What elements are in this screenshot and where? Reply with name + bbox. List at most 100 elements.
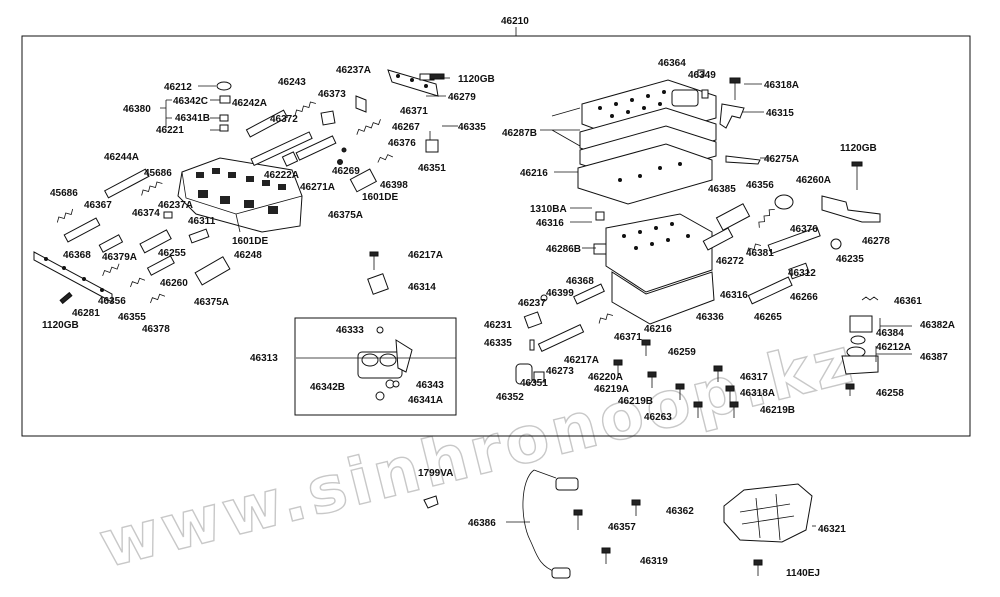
part-label-46221: 46221 [156, 125, 184, 136]
part-label-46275a: 46275A [764, 154, 799, 165]
part-label-46333: 46333 [336, 325, 364, 336]
part-label-46381: 46381 [746, 248, 774, 259]
part-label-46216_top: 46216 [520, 168, 548, 179]
part-label-46380: 46380 [123, 104, 151, 115]
part-label-46273: 46273 [546, 366, 574, 377]
solenoid-subassembly-box [294, 317, 457, 416]
part-label-46342b: 46342B [310, 382, 345, 393]
part-label-46336: 46336 [696, 312, 724, 323]
part-label-46222a: 46222A [264, 170, 299, 181]
part-label-46335_m: 46335 [484, 338, 512, 349]
part-label-46376_top: 46376 [388, 138, 416, 149]
part-label-46258: 46258 [876, 388, 904, 399]
part-label-46372: 46372 [270, 114, 298, 125]
part-label-46216_bot: 46216 [644, 324, 672, 335]
part-label-46312: 46312 [788, 268, 816, 279]
part-label-46237a_mid: 46237A [158, 200, 193, 211]
part-label-46237a_top: 46237A [336, 65, 371, 76]
part-label-46267: 46267 [392, 122, 420, 133]
solenoid-block [357, 326, 413, 401]
part-label-46375a_top: 46375A [328, 210, 363, 221]
part-label-46356: 46356 [98, 296, 126, 307]
part-label-46219b_b: 46219B [760, 405, 795, 416]
part-label-1140ej: 1140EJ [786, 568, 820, 579]
part-label-46255: 46255 [158, 248, 186, 259]
right-valve-body-stack [577, 79, 717, 325]
part-label-46279: 46279 [448, 92, 476, 103]
part-label-46316_l: 46316 [536, 218, 564, 229]
part-label-46341b: 46341B [175, 113, 210, 124]
part-label-46265: 46265 [754, 312, 782, 323]
part-label-46269: 46269 [332, 166, 360, 177]
part-label-46362: 46362 [666, 506, 694, 517]
part-label-46384: 46384 [876, 328, 904, 339]
part-label-46217a_m: 46217A [564, 355, 599, 366]
part-label-46219a: 46219A [594, 384, 629, 395]
part-label-46271a: 46271A [300, 182, 335, 193]
part-label-46281: 46281 [72, 308, 100, 319]
part-label-46311: 46311 [188, 216, 216, 227]
part-label-46231: 46231 [484, 320, 512, 331]
part-label-46374: 46374 [132, 208, 160, 219]
part-label-46212a: 46212A [876, 342, 911, 353]
part-label-46385: 46385 [708, 184, 736, 195]
part-label-46351_top: 46351 [418, 163, 446, 174]
part-label-46371_top: 46371 [400, 106, 428, 117]
part-label-46248: 46248 [234, 250, 262, 261]
part-label-46349: 46349 [688, 70, 716, 81]
part-label-46399: 46399 [546, 288, 574, 299]
part-label-46235: 46235 [836, 254, 864, 265]
assembly-number: 46210 [501, 16, 529, 27]
part-label-46286b: 46286B [546, 244, 581, 255]
part-label-46316_r: 46316 [720, 290, 748, 301]
part-label-46263: 46263 [644, 412, 672, 423]
part-label-46376_r: 46376 [790, 224, 818, 235]
part-label-46368_m: 46368 [566, 276, 594, 287]
part-label-46382a: 46382A [920, 320, 955, 331]
assembly-frame [21, 35, 971, 437]
part-label-46266: 46266 [790, 292, 818, 303]
left-valve-body [177, 157, 303, 233]
part-label-46220a: 46220A [588, 372, 623, 383]
part-label-46219b_a: 46219B [618, 396, 653, 407]
part-label-46317: 46317 [740, 372, 768, 383]
part-label-46313: 46313 [250, 353, 278, 364]
part-label-46367: 46367 [84, 200, 112, 211]
part-label-1601de_a: 1601DE [362, 192, 398, 203]
part-label-46343: 46343 [416, 380, 444, 391]
part-label-1310ba: 1310BA [530, 204, 567, 215]
part-labels: 462124638046342C46341B4622146242A4624346… [42, 58, 955, 579]
part-label-46351_m: 46351 [520, 378, 548, 389]
part-label-46287b: 46287B [502, 128, 537, 139]
part-label-46371_m: 46371 [614, 332, 642, 343]
part-label-46375a_b: 46375A [194, 297, 229, 308]
part-label-46244a: 46244A [104, 152, 139, 163]
part-label-46355: 46355 [118, 312, 146, 323]
part-label-46387: 46387 [920, 352, 948, 363]
part-label-46272: 46272 [716, 256, 744, 267]
part-label-46378: 46378 [142, 324, 170, 335]
part-label-46242a: 46242A [232, 98, 267, 109]
part-label-46373: 46373 [318, 89, 346, 100]
part-label-46398: 46398 [380, 180, 408, 191]
part-label-1120gb_top: 1120GB [458, 74, 495, 85]
part-label-45686_a: 45686 [50, 188, 78, 199]
part-label-46364: 46364 [658, 58, 686, 69]
part-label-46237: 46237 [518, 298, 546, 309]
part-label-46342c: 46342C [173, 96, 208, 107]
part-label-46212: 46212 [164, 82, 192, 93]
part-label-46321: 46321 [818, 524, 846, 535]
part-label-46341a: 46341A [408, 395, 443, 406]
part-label-46386: 46386 [468, 518, 496, 529]
part-label-1799va: 1799VA [418, 468, 453, 479]
part-label-46357: 46357 [608, 522, 636, 533]
part-label-46278: 46278 [862, 236, 890, 247]
part-label-46318a_b: 46318A [740, 388, 775, 399]
part-label-46260a: 46260A [796, 175, 831, 186]
part-label-46259: 46259 [668, 347, 696, 358]
part-label-46356_r: 46356 [746, 180, 774, 191]
part-label-46368_l: 46368 [63, 250, 91, 261]
part-label-46379a: 46379A [102, 252, 137, 263]
part-label-1120gb_r: 1120GB [840, 143, 877, 154]
